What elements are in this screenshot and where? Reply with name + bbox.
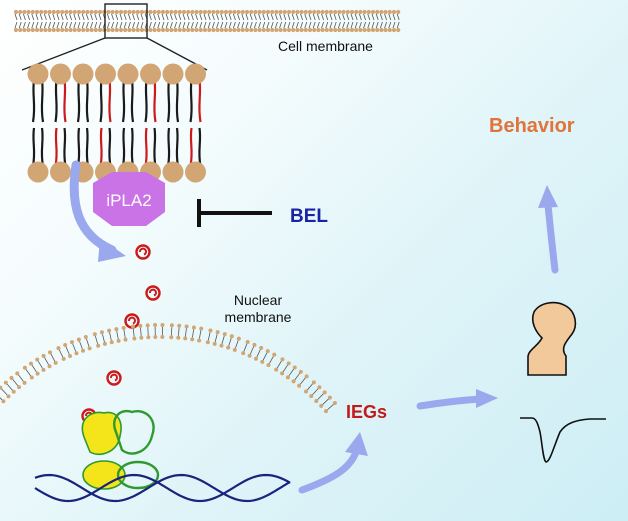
enzyme-label: iPLA2 (106, 191, 151, 210)
factor-yellow-upper (81, 411, 122, 456)
plasticity-arrow (416, 395, 484, 410)
plasticity-arrowhead (476, 389, 498, 408)
nuclear-membrane-label-line1: Nuclear (234, 292, 283, 308)
magnified-lipid-bilayer (27, 63, 206, 183)
factor-yellow-lower (82, 460, 126, 490)
nuclear-membrane-label-line2: membrane (225, 309, 292, 325)
cell-membrane-label: Cell membrane (278, 38, 373, 54)
factor-green-lower (116, 460, 160, 490)
spiral-messenger-icon (81, 244, 161, 424)
factor-green-upper (113, 409, 155, 455)
hexagon-enzyme-icon: iPLA2 (93, 172, 165, 226)
nuclear-membrane-arc (0, 323, 337, 414)
transcription-factor-complex (81, 409, 160, 490)
cell-membrane-strip (13, 9, 401, 33)
zoom-box (104, 3, 148, 39)
dna-helix-icon (34, 473, 291, 503)
transcription-arrowhead (345, 432, 368, 456)
release-arrowhead (98, 238, 126, 262)
outcome-label: Behavior (489, 115, 575, 137)
behavior-arrowhead (538, 185, 558, 208)
inhibitor-label: BEL (290, 206, 328, 227)
behavior-arrow (544, 201, 559, 274)
genes-label: IEGs (346, 402, 387, 422)
transcription-arrow (298, 448, 360, 494)
current-trace-icon (520, 417, 606, 463)
dendritic-spine-icon (527, 301, 577, 376)
